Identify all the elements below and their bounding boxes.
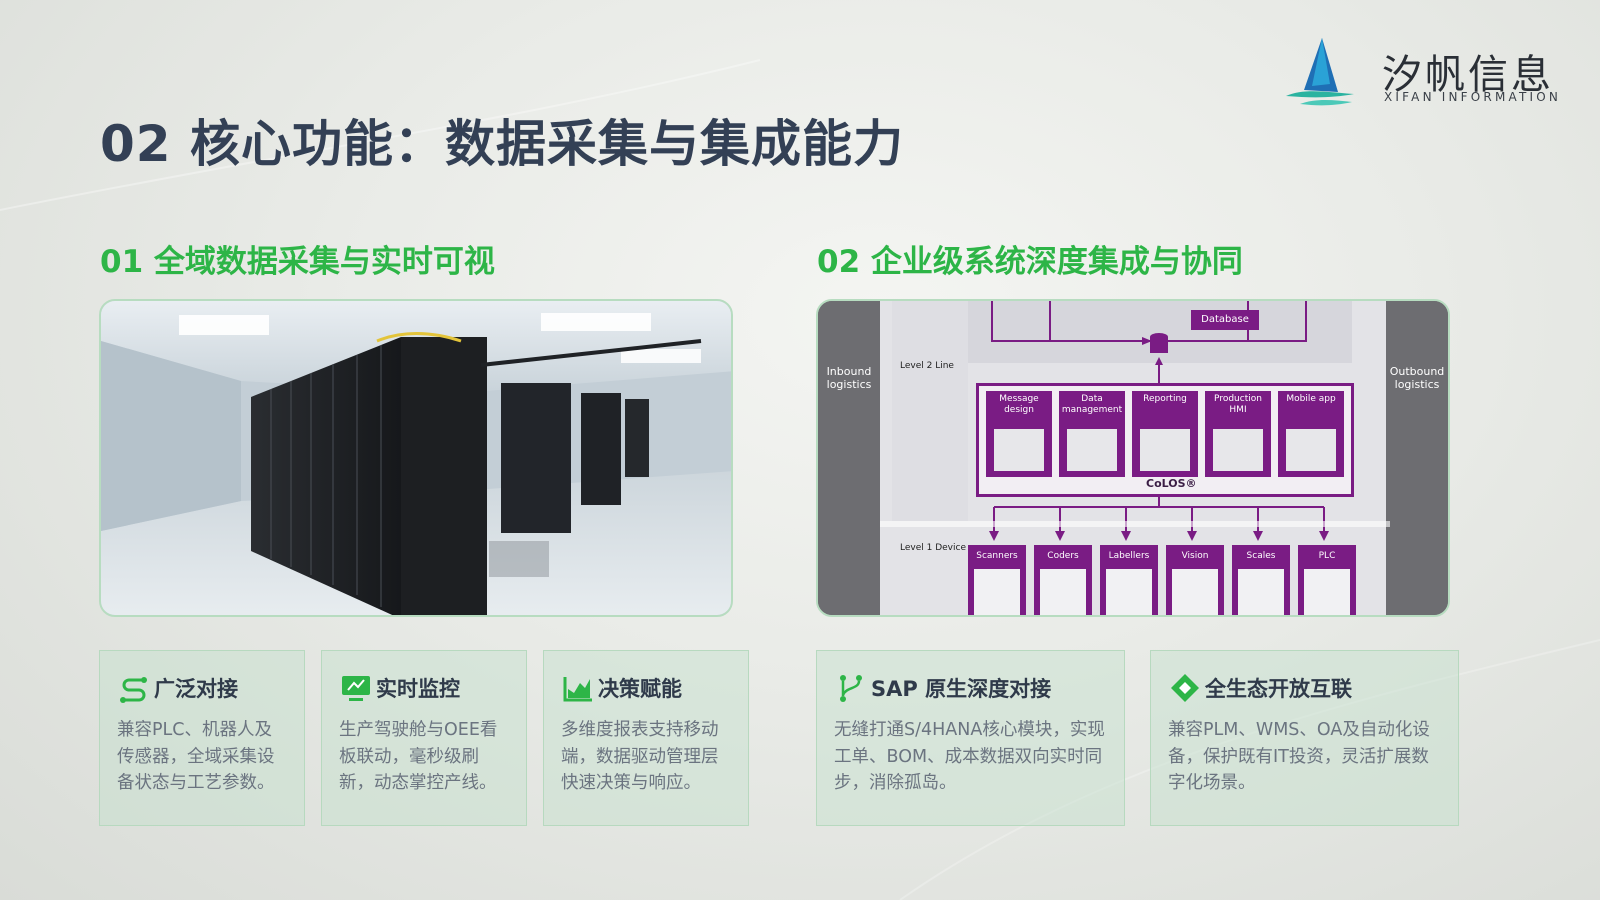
device-coders: Coders bbox=[1034, 545, 1092, 615]
card-title: SAP 原生深度对接 bbox=[871, 677, 1052, 701]
module-data-management: Data management bbox=[1059, 391, 1125, 477]
inbound-label: Inbound logistics bbox=[826, 365, 872, 391]
outbound-logistics-column: Outbound logistics bbox=[1386, 301, 1448, 615]
feature-card-sap-integration: SAP 原生深度对接 无缝打通S/4HANA核心模块，实现工单、BOM、成本数据… bbox=[816, 650, 1125, 826]
page-title: 02 核心功能：数据采集与集成能力 bbox=[100, 115, 904, 173]
chart-icon bbox=[563, 677, 592, 702]
module-mobile-app: Mobile app bbox=[1278, 391, 1344, 477]
brand-name-en: XIFAN INFORMATION bbox=[1384, 90, 1562, 104]
brand-logo: 汐帆信息 XIFAN INFORMATION bbox=[1282, 34, 1562, 108]
diagram-connectors bbox=[880, 301, 1390, 541]
module-label: Reporting bbox=[1143, 394, 1187, 404]
module-label: Data management bbox=[1061, 394, 1123, 415]
device-scanners: Scanners bbox=[968, 545, 1026, 615]
device-plc: PLC bbox=[1298, 545, 1356, 615]
card-title: 全生态开放互联 bbox=[1205, 677, 1352, 701]
colos-architecture-diagram: Inbound logistics Outbound logistics bbox=[816, 299, 1450, 617]
module-reporting: Reporting bbox=[1132, 391, 1198, 477]
level2-label: Level 2 Line bbox=[900, 361, 954, 371]
feature-card-broad-connection: 广泛对接 兼容PLC、机器人及传感器，全域采集设备状态与工艺参数。 bbox=[99, 650, 305, 826]
feature-card-realtime-monitoring: 实时监控 生产驾驶舱与OEE看板联动，毫秒级刷新，动态掌控产线。 bbox=[321, 650, 527, 826]
sail-logo-icon bbox=[1286, 38, 1354, 106]
module-label: Mobile app bbox=[1286, 394, 1336, 404]
card-description: 兼容PLM、WMS、OA及自动化设备，保护既有IT投资，灵活扩展数字化场景。 bbox=[1168, 720, 1430, 793]
brand-name-cn: 汐帆信息 bbox=[1382, 52, 1554, 98]
feature-card-open-ecosystem: 全生态开放互联 兼容PLM、WMS、OA及自动化设备，保护既有IT投资，灵活扩展… bbox=[1150, 650, 1459, 826]
branch-icon bbox=[840, 675, 862, 702]
device-label: Scales bbox=[1246, 551, 1276, 561]
data-center-photo bbox=[99, 299, 733, 617]
card-title: 广泛对接 bbox=[154, 677, 238, 701]
device-scales: Scales bbox=[1232, 545, 1290, 615]
inbound-logistics-column: Inbound logistics bbox=[818, 301, 880, 615]
card-description: 多维度报表支持移动端，数据驱动管理层快速决策与响应。 bbox=[561, 720, 719, 793]
database-box: Database bbox=[1191, 310, 1259, 330]
device-labellers: Labellers bbox=[1100, 545, 1158, 615]
module-message-design: Message design bbox=[986, 391, 1052, 477]
card-title: 决策赋能 bbox=[598, 677, 682, 701]
card-description: 兼容PLC、机器人及传感器，全域采集设备状态与工艺参数。 bbox=[117, 720, 275, 793]
module-label: Message design bbox=[999, 394, 1039, 415]
monitor-icon bbox=[342, 676, 370, 701]
diamond-icon bbox=[1171, 674, 1199, 702]
feature-card-decision-support: 决策赋能 多维度报表支持移动端，数据驱动管理层快速决策与响应。 bbox=[543, 650, 749, 826]
outbound-label: Outbound logistics bbox=[1389, 365, 1445, 391]
section-title-data-collection: 01 全域数据采集与实时可视 bbox=[100, 244, 495, 280]
device-label: Scanners bbox=[976, 551, 1018, 561]
device-label: PLC bbox=[1318, 551, 1336, 561]
device-label: Coders bbox=[1047, 551, 1079, 561]
connect-icon bbox=[120, 677, 147, 703]
module-label: Production HMI bbox=[1214, 394, 1262, 415]
device-label: Labellers bbox=[1108, 551, 1150, 561]
section-title-integration: 02 企业级系统深度集成与协同 bbox=[817, 244, 1243, 280]
module-production-hmi: Production HMI bbox=[1205, 391, 1271, 477]
level1-label: Level 1 Device bbox=[900, 543, 966, 553]
card-description: 生产驾驶舱与OEE看板联动，毫秒级刷新，动态掌控产线。 bbox=[339, 720, 498, 793]
device-label: Vision bbox=[1181, 551, 1209, 561]
card-title: 实时监控 bbox=[376, 677, 460, 701]
card-description: 无缝打通S/4HANA核心模块，实现工单、BOM、成本数据双向实时同步，消除孤岛… bbox=[834, 720, 1105, 793]
colos-label: CoLOS® bbox=[1146, 477, 1197, 490]
device-vision: Vision bbox=[1166, 545, 1224, 615]
